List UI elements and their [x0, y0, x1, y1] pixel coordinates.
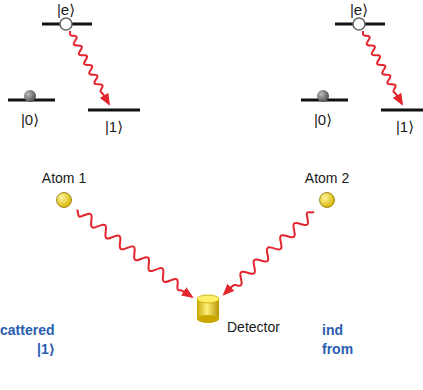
- atom-label: Atom 1: [40, 171, 89, 186]
- state-label: |1⟩: [105, 119, 123, 136]
- atom-ball: [320, 193, 335, 208]
- atom-symbol: [318, 191, 336, 209]
- population-dot: [317, 90, 329, 102]
- atom-label: Atom 2: [303, 171, 352, 186]
- atom-node: Atom 1: [40, 171, 89, 211]
- decay-arrows: [70, 31, 402, 104]
- state-label: |e⟩: [350, 2, 368, 19]
- state-label: |e⟩: [57, 2, 75, 19]
- detector-symbol: [195, 294, 221, 324]
- atom-symbol: [55, 191, 73, 209]
- detector-window: [197, 295, 219, 303]
- ground-level: [381, 109, 423, 112]
- photon-arrow: [77, 210, 192, 297]
- detector-label: Detector: [227, 320, 280, 335]
- state-label: |1⟩: [396, 119, 414, 136]
- decay-arrow: [70, 31, 109, 104]
- detector-node: Detector: [195, 294, 282, 338]
- decay-arrow: [363, 31, 402, 104]
- state-label: |0⟩: [21, 112, 39, 129]
- left-levels: [8, 18, 140, 110]
- ground-level: [88, 109, 140, 112]
- photon-arrow: [224, 212, 314, 294]
- caption-fragment: cattered: [0, 323, 54, 338]
- detector-base: [197, 315, 219, 323]
- empty-state: [60, 18, 72, 30]
- right-levels: [301, 18, 423, 110]
- population-dot: [24, 90, 36, 102]
- atom-node: Atom 2: [303, 171, 352, 211]
- empty-state: [353, 18, 365, 30]
- caption-fragment: from: [322, 342, 353, 357]
- caption-fragment: ind: [322, 323, 343, 338]
- atom-ball: [57, 193, 72, 208]
- caption-fragment: |1⟩: [37, 342, 55, 357]
- state-label: |0⟩: [314, 112, 332, 129]
